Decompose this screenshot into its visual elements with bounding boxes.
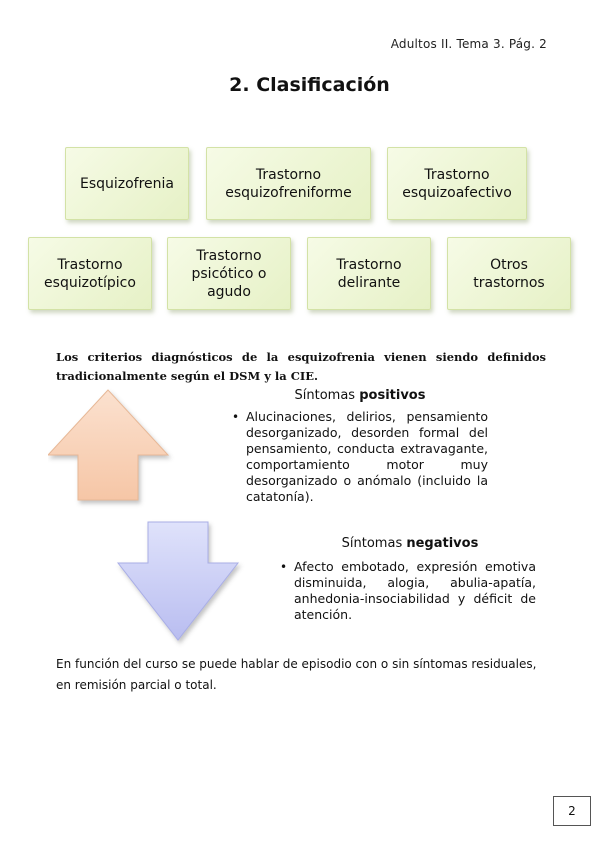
positive-symptoms-heading: Síntomas positivos	[294, 388, 426, 403]
classification-box-esquizofrenia: Esquizofrenia	[65, 147, 189, 220]
classification-box-esquizoafectivo: Trastorno esquizoafectivo	[387, 147, 527, 220]
arrow-up-icon	[48, 389, 170, 501]
positive-symptoms-list: • Alucinaciones, delirios, pensamiento d…	[232, 409, 488, 505]
list-item: • Alucinaciones, delirios, pensamiento d…	[232, 409, 488, 504]
negative-symptoms-list: • Afecto embotado, expresión emotiva dis…	[280, 559, 536, 623]
classification-box-esquizotipico: Trastorno esquizotípico	[28, 237, 152, 310]
classification-box-psicotico-agudo: Trastorno psicótico o agudo	[167, 237, 291, 310]
page-header: Adultos II. Tema 3. Pág. 2	[390, 37, 547, 51]
course-footnote: En función del curso se puede hablar de …	[56, 657, 537, 692]
symptom-arrows	[48, 389, 240, 641]
list-item: • Afecto embotado, expresión emotiva dis…	[280, 559, 536, 622]
page-number: 2	[553, 796, 591, 826]
bullet-icon: •	[280, 560, 288, 574]
classification-box-delirante: Trastorno delirante	[307, 237, 431, 310]
classification-box-esquizofreniforme: Trastorno esquizofreniforme	[206, 147, 371, 220]
bullet-icon: •	[232, 410, 240, 424]
negative-symptoms-heading: Síntomas negativos	[341, 536, 479, 551]
arrow-down-icon	[116, 521, 240, 641]
section-title: 2. Clasificación	[229, 74, 390, 96]
intro-paragraph: Los criterios diagnósticos de la esquizo…	[56, 350, 546, 383]
classification-box-otros: Otros trastornos	[447, 237, 571, 310]
